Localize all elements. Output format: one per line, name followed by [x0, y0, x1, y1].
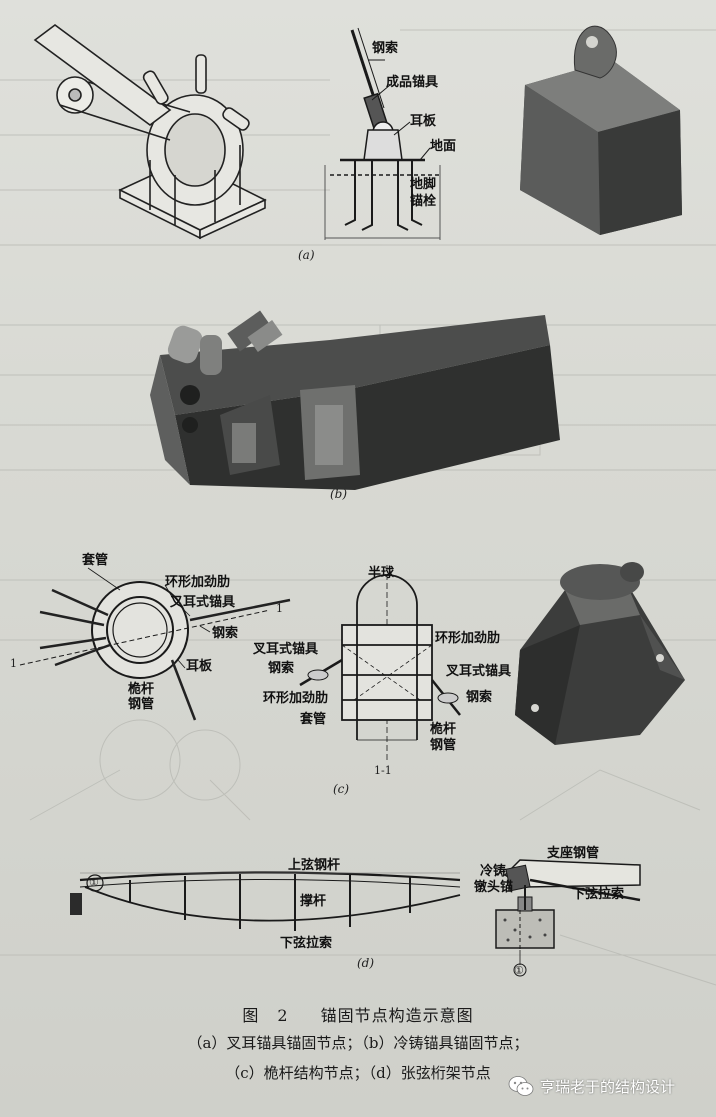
mast-section-view — [299, 565, 461, 760]
label-ear-plate: 耳板 — [410, 114, 437, 129]
figure-label: 图 — [242, 1006, 260, 1025]
label-ground: 地面 — [430, 139, 457, 154]
figure-number: 2 — [277, 1006, 289, 1025]
c-section-tag: 1-1 — [374, 764, 392, 777]
d-label-strut: 撑杆 — [300, 894, 327, 909]
label-anchor: 成品锚具 — [386, 75, 439, 90]
panel-b-tag: (b) — [330, 487, 348, 501]
c-right-label-fork-anchor-right: 叉耳式锚具 — [446, 664, 512, 679]
figure-caption-line-1: （a）叉耳锚具锚固节点；（b）冷铸锚具锚固节点； — [187, 1034, 529, 1052]
c-right-label-ring-rib-top: 环形加劲肋 — [435, 631, 501, 646]
c-right-label-fork-anchor-left: 叉耳式锚具 — [253, 642, 319, 657]
panel-b: (b) — [0, 275, 716, 505]
c-right-label-ring-rib-bottom: 环形加劲肋 — [263, 691, 329, 706]
d-label-lower-cable: 下弦拉索 — [280, 936, 333, 951]
c-left-label-ear-plate: 耳板 — [186, 659, 213, 674]
panel-c-tag: (c) — [333, 782, 350, 796]
panel-d-tag: (d) — [357, 956, 375, 970]
fork-anchor-sketch — [33, 24, 267, 240]
c-section-mark-right: 1 — [276, 602, 283, 615]
c-section-mark-left: 1 — [10, 657, 17, 670]
d-label-support-pipe: 支座钢管 — [547, 846, 600, 861]
panel-c-drawing — [0, 562, 716, 821]
c-left-label-mast-2: 钢管 — [128, 697, 155, 712]
support-detail — [495, 859, 641, 977]
d-label-lower-cable-right: 下弦拉索 — [572, 887, 625, 902]
c-right-label-cable-left: 钢索 — [268, 661, 295, 676]
d-circle-mark-right: ① — [514, 964, 524, 977]
panel-c: 套管 环形加劲肋 叉耳式锚具 钢索 耳板 桅杆 钢管 1 1 半球 环形加劲肋 … — [0, 520, 716, 821]
label-anchor-bolt-2: 锚栓 — [410, 194, 437, 209]
mast-plan-view — [19, 567, 291, 721]
c-left-label-sleeve: 套管 — [82, 553, 109, 568]
cold-cast-anchor-beam-photo — [150, 310, 560, 490]
figure-title: 锚固节点构造示意图 — [320, 1006, 474, 1025]
truss-elevation — [70, 871, 461, 931]
figure-caption-line-2: （c）桅杆结构节点；（d）张弦桁架节点 — [225, 1064, 491, 1082]
d-label-upper-chord: 上弦钢杆 — [288, 858, 341, 873]
panel-b-drawing — [0, 310, 716, 490]
d-label-cold-cast-1: 冷铸 — [480, 864, 507, 879]
watermark-text: 亨瑞老于的结构设计 — [540, 1077, 676, 1096]
wechat-icon — [508, 1075, 534, 1097]
panel-a-drawing — [0, 24, 716, 246]
label-anchor-bolt-1: 地脚 — [410, 177, 437, 192]
panel-a-tag: (a) — [298, 248, 315, 262]
c-left-label-fork-anchor: 叉耳式锚具 — [170, 595, 236, 610]
panel-d-drawing — [0, 859, 716, 986]
c-right-label-mast-1: 桅杆 — [430, 722, 457, 737]
d-circle-mark-left: ① — [89, 876, 99, 889]
panel-a: 钢索 成品锚具 耳板 地面 地脚 锚栓 (a) — [0, 0, 716, 270]
c-left-label-ring-rib: 环形加劲肋 — [165, 575, 231, 590]
c-left-label-cable: 钢索 — [212, 626, 239, 641]
c-right-label-mast-2: 钢管 — [430, 738, 457, 753]
c-right-label-sleeve: 套管 — [300, 712, 327, 727]
cold-cast-block-photo — [520, 25, 682, 235]
label-cable: 钢索 — [372, 41, 399, 56]
anchor-elevation — [324, 27, 441, 240]
c-right-label-hemisphere: 半球 — [368, 566, 395, 581]
panel-d: 上弦钢杆 撑杆 下弦拉索 支座钢管 冷铸 镦头锚 下弦拉索 ① ① (d) — [0, 825, 716, 986]
c-left-label-mast-1: 桅杆 — [128, 682, 155, 697]
mast-node-photo — [515, 562, 685, 745]
c-right-label-cable-right: 钢索 — [466, 690, 493, 705]
d-label-cold-cast-2: 镦头锚 — [474, 880, 514, 895]
watermark: 亨瑞老于的结构设计 — [508, 1074, 675, 1098]
